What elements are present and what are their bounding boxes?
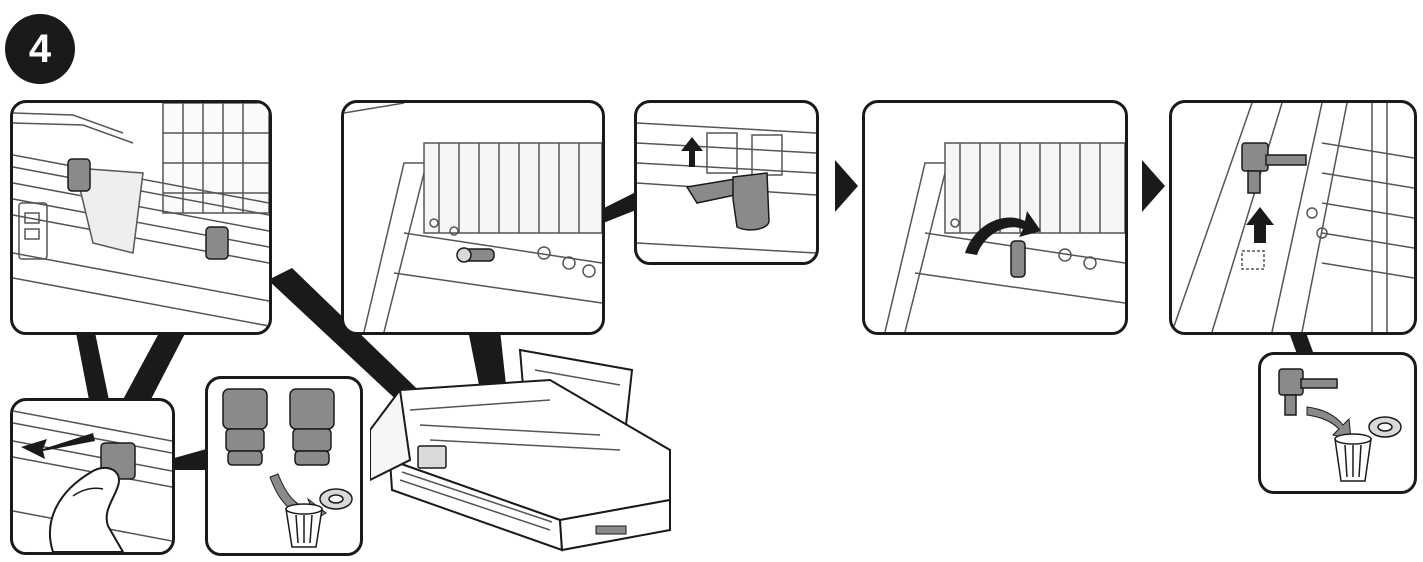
illustration-rotate-screw [884,142,1125,332]
rotated-screw-part [1010,240,1026,278]
panel-remove-tape-hand [10,398,175,555]
pull-up-arrow-icon [1246,207,1274,243]
panel-scanner-tapes [10,100,272,335]
discarded-screw-part [1278,368,1338,416]
step-arrow-1 [835,160,858,212]
illustration-discard-screw [1278,368,1402,482]
removed-tape-clip-1 [222,388,268,430]
trash-can-icon [285,488,353,548]
panel-discard-tapes [205,376,363,556]
removed-tape-clip-2 [289,388,335,430]
transport-screw [456,247,495,263]
panel-lift-screw [634,100,819,265]
pulled-screw-part [1241,142,1307,194]
step-arrow-2 [1142,160,1165,212]
tape-clip-right [205,226,229,260]
step-number: 4 [28,27,52,71]
step-number-badge: 4 [5,14,75,84]
illustration-lift-screw [637,122,816,254]
printer-control-panel [417,445,447,469]
panel-rotate-screw [862,100,1128,335]
illustration-carriage-screw [344,103,602,332]
illustration-scanner-tapes [13,103,269,327]
tape-clip-left [67,158,91,192]
lift-screw-part [685,172,770,231]
panel-carriage-screw [341,100,605,335]
rotate-arrow-icon [965,211,1041,255]
trash-can-icon-2 [1334,416,1402,482]
illustration-hand-remove [13,410,172,552]
printer-paper-slot [595,525,627,535]
pull-arrow-icon [21,433,95,459]
panel-pull-screw [1169,100,1417,335]
lift-up-arrow-icon [681,137,703,167]
illustration-discard-tapes [222,388,353,548]
illustration-pull-screw [1172,103,1414,332]
printer-illustration [370,348,671,552]
panel-discard-screw [1258,352,1417,494]
